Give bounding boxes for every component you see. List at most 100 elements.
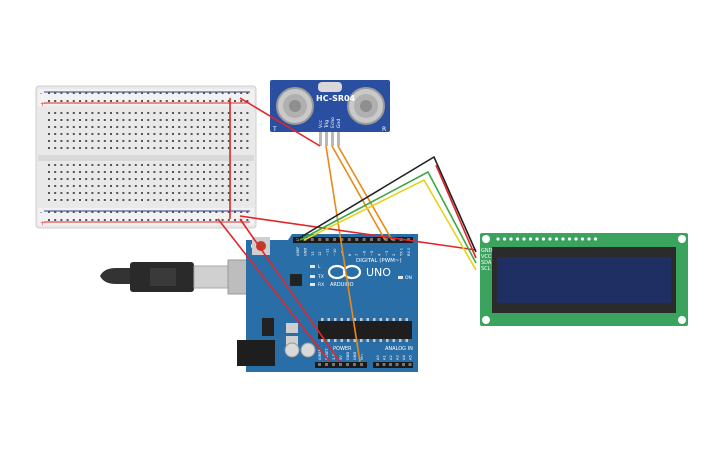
lcd-display[interactable]: GND VCC SDA SCL — [480, 233, 688, 326]
breadboard-hole — [227, 140, 230, 142]
breadboard-hole — [103, 126, 106, 128]
analog-pin[interactable] — [382, 363, 386, 366]
breadboard-hole — [246, 219, 249, 221]
digital-pin[interactable] — [377, 238, 381, 241]
breadboard-hole — [184, 147, 187, 149]
power-jack[interactable] — [237, 340, 275, 366]
breadboard-hole — [54, 126, 57, 128]
breadboard-hole — [97, 219, 100, 221]
breadboard-hole — [141, 133, 143, 135]
arduino-brand: ARDUINO — [330, 282, 354, 288]
power-pin-label: 5V — [339, 355, 343, 360]
breadboard-hole — [103, 112, 106, 114]
breadboard-hole — [246, 147, 249, 149]
breadboard-hole — [190, 92, 193, 94]
digital-pin[interactable] — [333, 238, 336, 241]
breadboard-hole — [172, 219, 174, 221]
breadboard-hole — [240, 147, 243, 149]
digital-pin[interactable] — [370, 238, 373, 241]
digital-pin[interactable] — [318, 238, 322, 241]
power-pin[interactable] — [325, 363, 328, 366]
breadboard-hole — [103, 199, 106, 201]
digital-pin[interactable] — [384, 238, 388, 241]
analog-pin[interactable] — [408, 363, 412, 366]
breadboard-hole — [221, 133, 224, 135]
power-pin[interactable] — [339, 363, 342, 366]
led-tx-label: TX — [317, 274, 324, 280]
breadboard-hole — [110, 126, 112, 128]
breadboard-hole — [215, 171, 218, 173]
digital-pin[interactable] — [392, 238, 396, 241]
breadboard-hole — [60, 126, 63, 128]
breadboard-hole — [54, 199, 57, 201]
lcd-hole — [535, 237, 539, 241]
power-pin[interactable] — [360, 363, 363, 366]
power-pin[interactable] — [332, 363, 335, 366]
breadboard-hole — [110, 164, 112, 166]
breadboard-hole — [97, 112, 100, 114]
breadboard-hole — [184, 219, 187, 221]
breadboard-hole — [54, 192, 57, 194]
digital-pin[interactable] — [347, 238, 351, 241]
breadboard-hole — [209, 178, 212, 180]
digital-pin[interactable] — [325, 238, 329, 241]
breadboard-hole — [54, 147, 57, 149]
power-pin[interactable] — [318, 363, 321, 366]
breadboard-hole — [79, 171, 81, 173]
chip-pin — [321, 318, 324, 321]
breadboard-hole — [196, 219, 199, 221]
breadboard-hole — [48, 119, 50, 121]
breadboard-hole — [54, 171, 57, 173]
breadboard-hole — [165, 171, 168, 173]
digital-pin[interactable] — [340, 238, 344, 241]
breadboard-hole — [79, 100, 81, 102]
power-pin[interactable] — [346, 363, 349, 366]
breadboard-hole — [153, 192, 156, 194]
analog-header[interactable] — [373, 362, 413, 368]
breadboard-hole — [172, 92, 174, 94]
breadboard-hole — [103, 192, 106, 194]
lcd-hole — [574, 237, 578, 241]
analog-pin-label: A3 — [396, 355, 400, 360]
breadboard-hole — [209, 100, 212, 102]
lcd-hole — [580, 237, 585, 241]
breadboard-hole — [227, 164, 230, 166]
power-pin-holes — [318, 363, 412, 366]
digital-header[interactable] — [293, 237, 413, 243]
led-on-label: ON — [405, 275, 412, 281]
breadboard-hole — [246, 192, 249, 194]
breadboard[interactable]: - + - + — [35, 85, 257, 229]
breadboard-hole — [172, 147, 174, 149]
digital-pin[interactable] — [362, 238, 366, 241]
analog-pin[interactable] — [402, 363, 405, 366]
breadboard-hole — [165, 185, 168, 187]
digital-pin-label: ~3 — [385, 251, 389, 256]
breadboard-hole — [122, 119, 125, 121]
breadboard-hole — [134, 171, 137, 173]
analog-pin[interactable] — [395, 363, 399, 366]
breadboard-hole — [240, 199, 243, 201]
breadboard-hole — [190, 133, 193, 135]
chip-pin — [334, 318, 337, 321]
breadboard-hole — [54, 211, 57, 213]
breadboard-hole — [172, 140, 174, 142]
digital-pin[interactable] — [310, 238, 314, 241]
breadboard-hole — [165, 147, 168, 149]
breadboard-hole — [203, 171, 205, 173]
ultrasonic-sensor[interactable]: HC-SR04 T R Vcc Trig Echo Gnd — [270, 80, 390, 146]
chip-pin — [379, 318, 382, 321]
breadboard-hole — [215, 100, 218, 102]
breadboard-hole — [128, 192, 131, 194]
analog-pin[interactable] — [389, 363, 392, 366]
power-pin[interactable] — [353, 363, 356, 366]
breadboard-hole — [91, 164, 94, 166]
analog-pin[interactable] — [376, 363, 379, 366]
digital-pin[interactable] — [355, 238, 359, 241]
breadboard-hole — [209, 140, 212, 142]
breadboard-hole — [159, 219, 162, 221]
breadboard-hole — [172, 171, 174, 173]
breadboard-hole — [141, 192, 143, 194]
breadboard-hole — [190, 211, 193, 213]
breadboard-hole — [240, 171, 243, 173]
breadboard-hole — [153, 178, 156, 180]
